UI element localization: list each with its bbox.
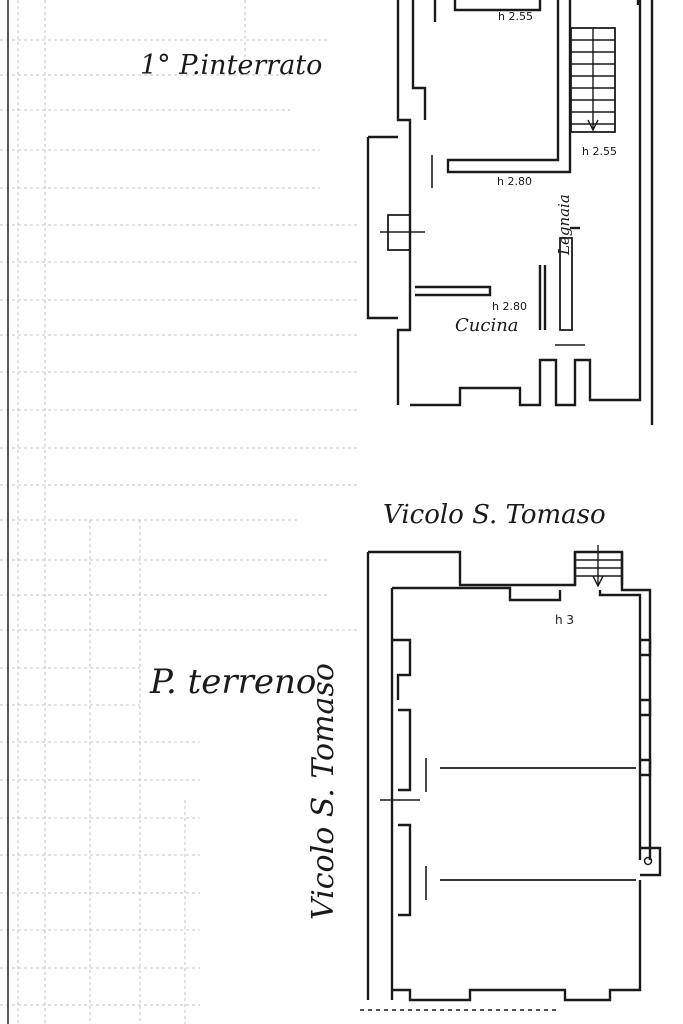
height-label: h 2.55	[582, 145, 617, 158]
grid-paper	[0, 0, 360, 1024]
street-label-top: Vicolo S. Tomaso	[383, 500, 606, 530]
street-label-side: Vicolo S. Tomaso	[306, 663, 341, 920]
ground-floor-title: P. terreno	[150, 662, 317, 702]
height-label: h 3	[555, 613, 575, 627]
basement-stair-treads	[571, 28, 615, 132]
height-label: h 2.80	[492, 300, 527, 313]
room-label-legnaia: Legnaia	[555, 194, 573, 255]
ground-entrance-steps	[360, 545, 622, 1011]
height-label: h 2.80	[497, 175, 532, 188]
room-label-cucina: Cucina	[455, 315, 519, 336]
basement-title: 1° P.interrato	[140, 50, 323, 81]
ground-floor-plan	[366, 550, 662, 1002]
height-label: h 2.55	[498, 10, 533, 23]
basement-plan	[366, 0, 654, 425]
